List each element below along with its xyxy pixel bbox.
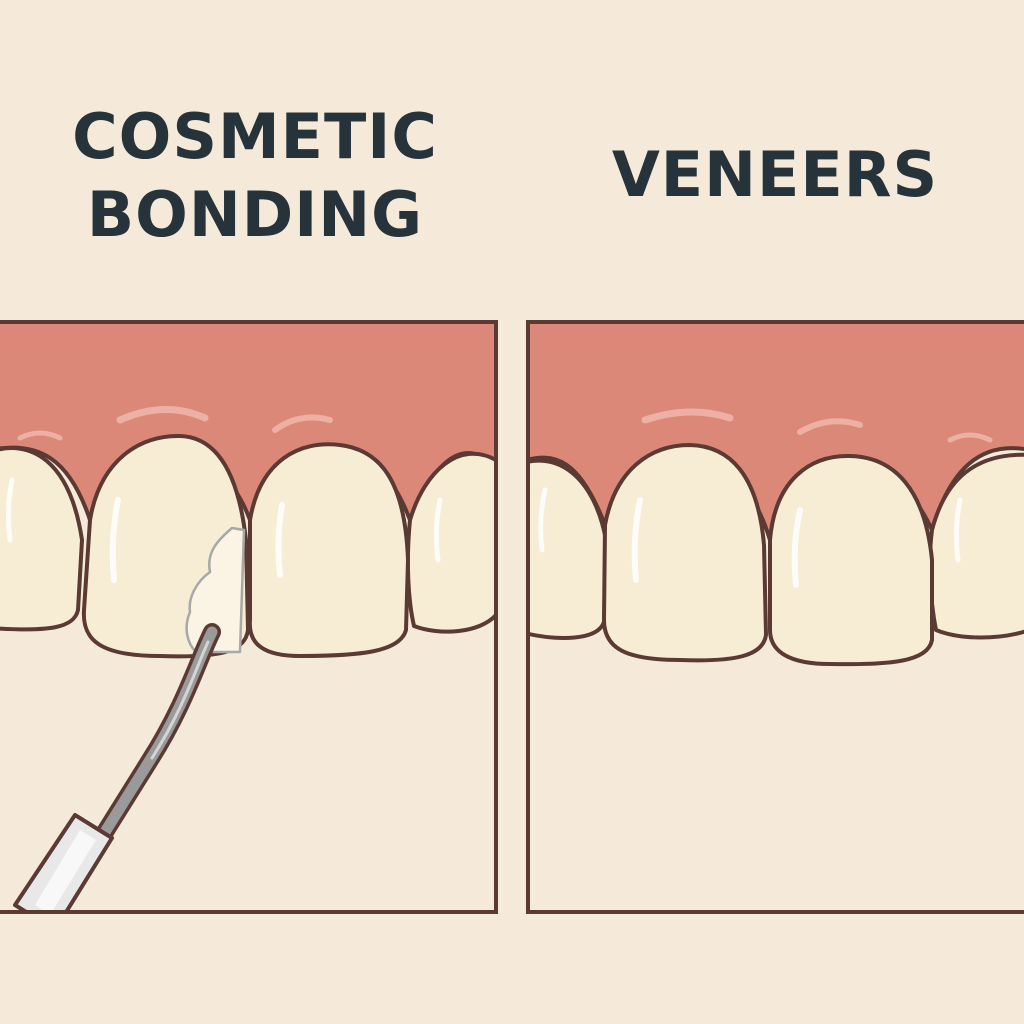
tooth-shine — [631, 497, 643, 583]
gum-highlight — [641, 408, 734, 424]
tooth-shine — [538, 487, 548, 553]
tooth-shine — [953, 497, 963, 563]
tooth-right-central — [247, 442, 410, 658]
gum-highlight — [947, 432, 993, 443]
tooth-shine — [5, 477, 15, 543]
gum-highlight — [116, 406, 209, 424]
gum-highlight — [17, 430, 63, 441]
bonding-chip-area — [185, 526, 246, 654]
gum-highlight — [797, 418, 863, 435]
tooth-shine — [275, 502, 285, 578]
tooth-shine — [791, 507, 803, 588]
cosmetic-bonding-title: COSMETIC BONDING — [40, 98, 470, 254]
panel-border — [0, 320, 498, 914]
cosmetic-bonding-title-line-1: COSMETIC — [72, 100, 438, 173]
veneers-title-line-1: VENEERS — [611, 138, 939, 211]
tooth-left-lateral — [0, 446, 84, 632]
panel-border — [526, 320, 1024, 914]
dental-tool-icon — [13, 623, 221, 912]
cosmetic-bonding-panel — [0, 320, 498, 914]
veneers-title: VENEERS — [560, 136, 990, 214]
gum-highlight — [272, 414, 333, 433]
tooth-shine — [433, 497, 443, 563]
tooth-shine — [109, 497, 121, 583]
veneer-left-central — [602, 443, 768, 663]
veneer-right-central — [768, 453, 934, 667]
veneers-panel — [526, 320, 1024, 914]
cosmetic-bonding-title-line-2: BONDING — [86, 178, 424, 251]
